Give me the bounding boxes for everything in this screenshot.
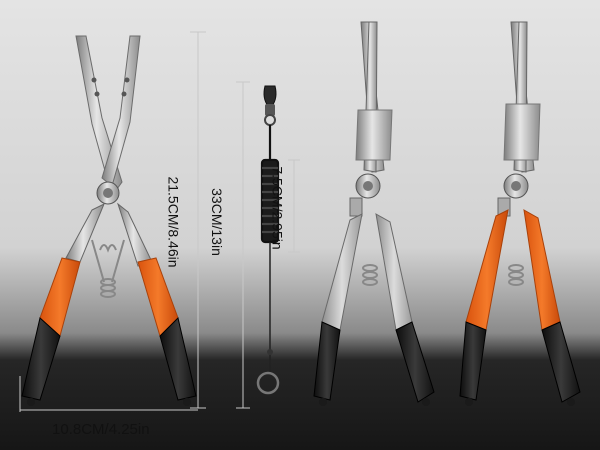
width-dimension-label: 10.8CM/4.25in [52,421,150,438]
coiled-lanyard [256,85,280,395]
dimension-lines [19,31,300,412]
pliers-open [21,35,197,406]
pliers-orange [459,21,581,406]
lanyard-dimension-label: 33CM/13in [208,188,225,256]
coil-dimension-label: 7.5CM/2.95in [269,166,286,250]
pliers-silver [313,21,435,406]
length-dimension-label: 21.5CM/8.46in [165,176,182,268]
